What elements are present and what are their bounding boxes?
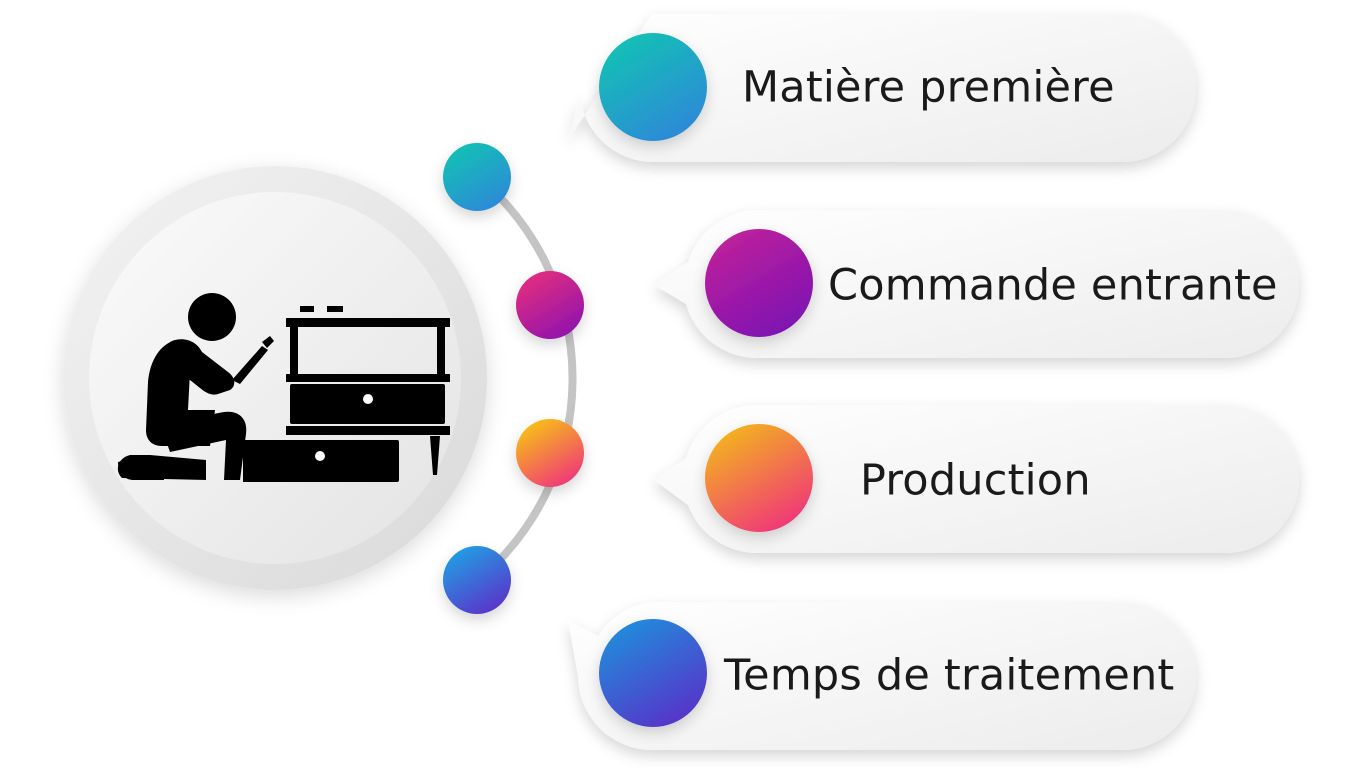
connector-dot: [516, 419, 584, 487]
bubble-dot: [599, 33, 707, 141]
connector-dot: [443, 546, 511, 614]
item-label-matiere-premiere: Matière première: [742, 62, 1115, 113]
item-label-commande-entrante: Commande entrante: [828, 260, 1278, 311]
callout-bubble-matiere-premiere: [568, 14, 1196, 162]
connector-arc: [474, 173, 577, 584]
callout-bubble-production: [654, 404, 1299, 554]
connector-dot: [443, 143, 511, 211]
bubble-dot: [705, 424, 813, 532]
worker-assembling-furniture-icon: [117, 293, 450, 482]
bubble-dot: [705, 229, 813, 337]
callout-bubble-commande-entrante: [654, 210, 1299, 359]
callout-bubble-temps-de-traitement: [568, 602, 1196, 750]
item-label-production: Production: [860, 455, 1091, 506]
hub: [63, 166, 487, 590]
bubble-dot: [599, 619, 707, 727]
item-label-temps-de-traitement: Temps de traitement: [724, 650, 1175, 701]
connector-dots: [443, 143, 584, 614]
connector-dot: [516, 271, 584, 339]
